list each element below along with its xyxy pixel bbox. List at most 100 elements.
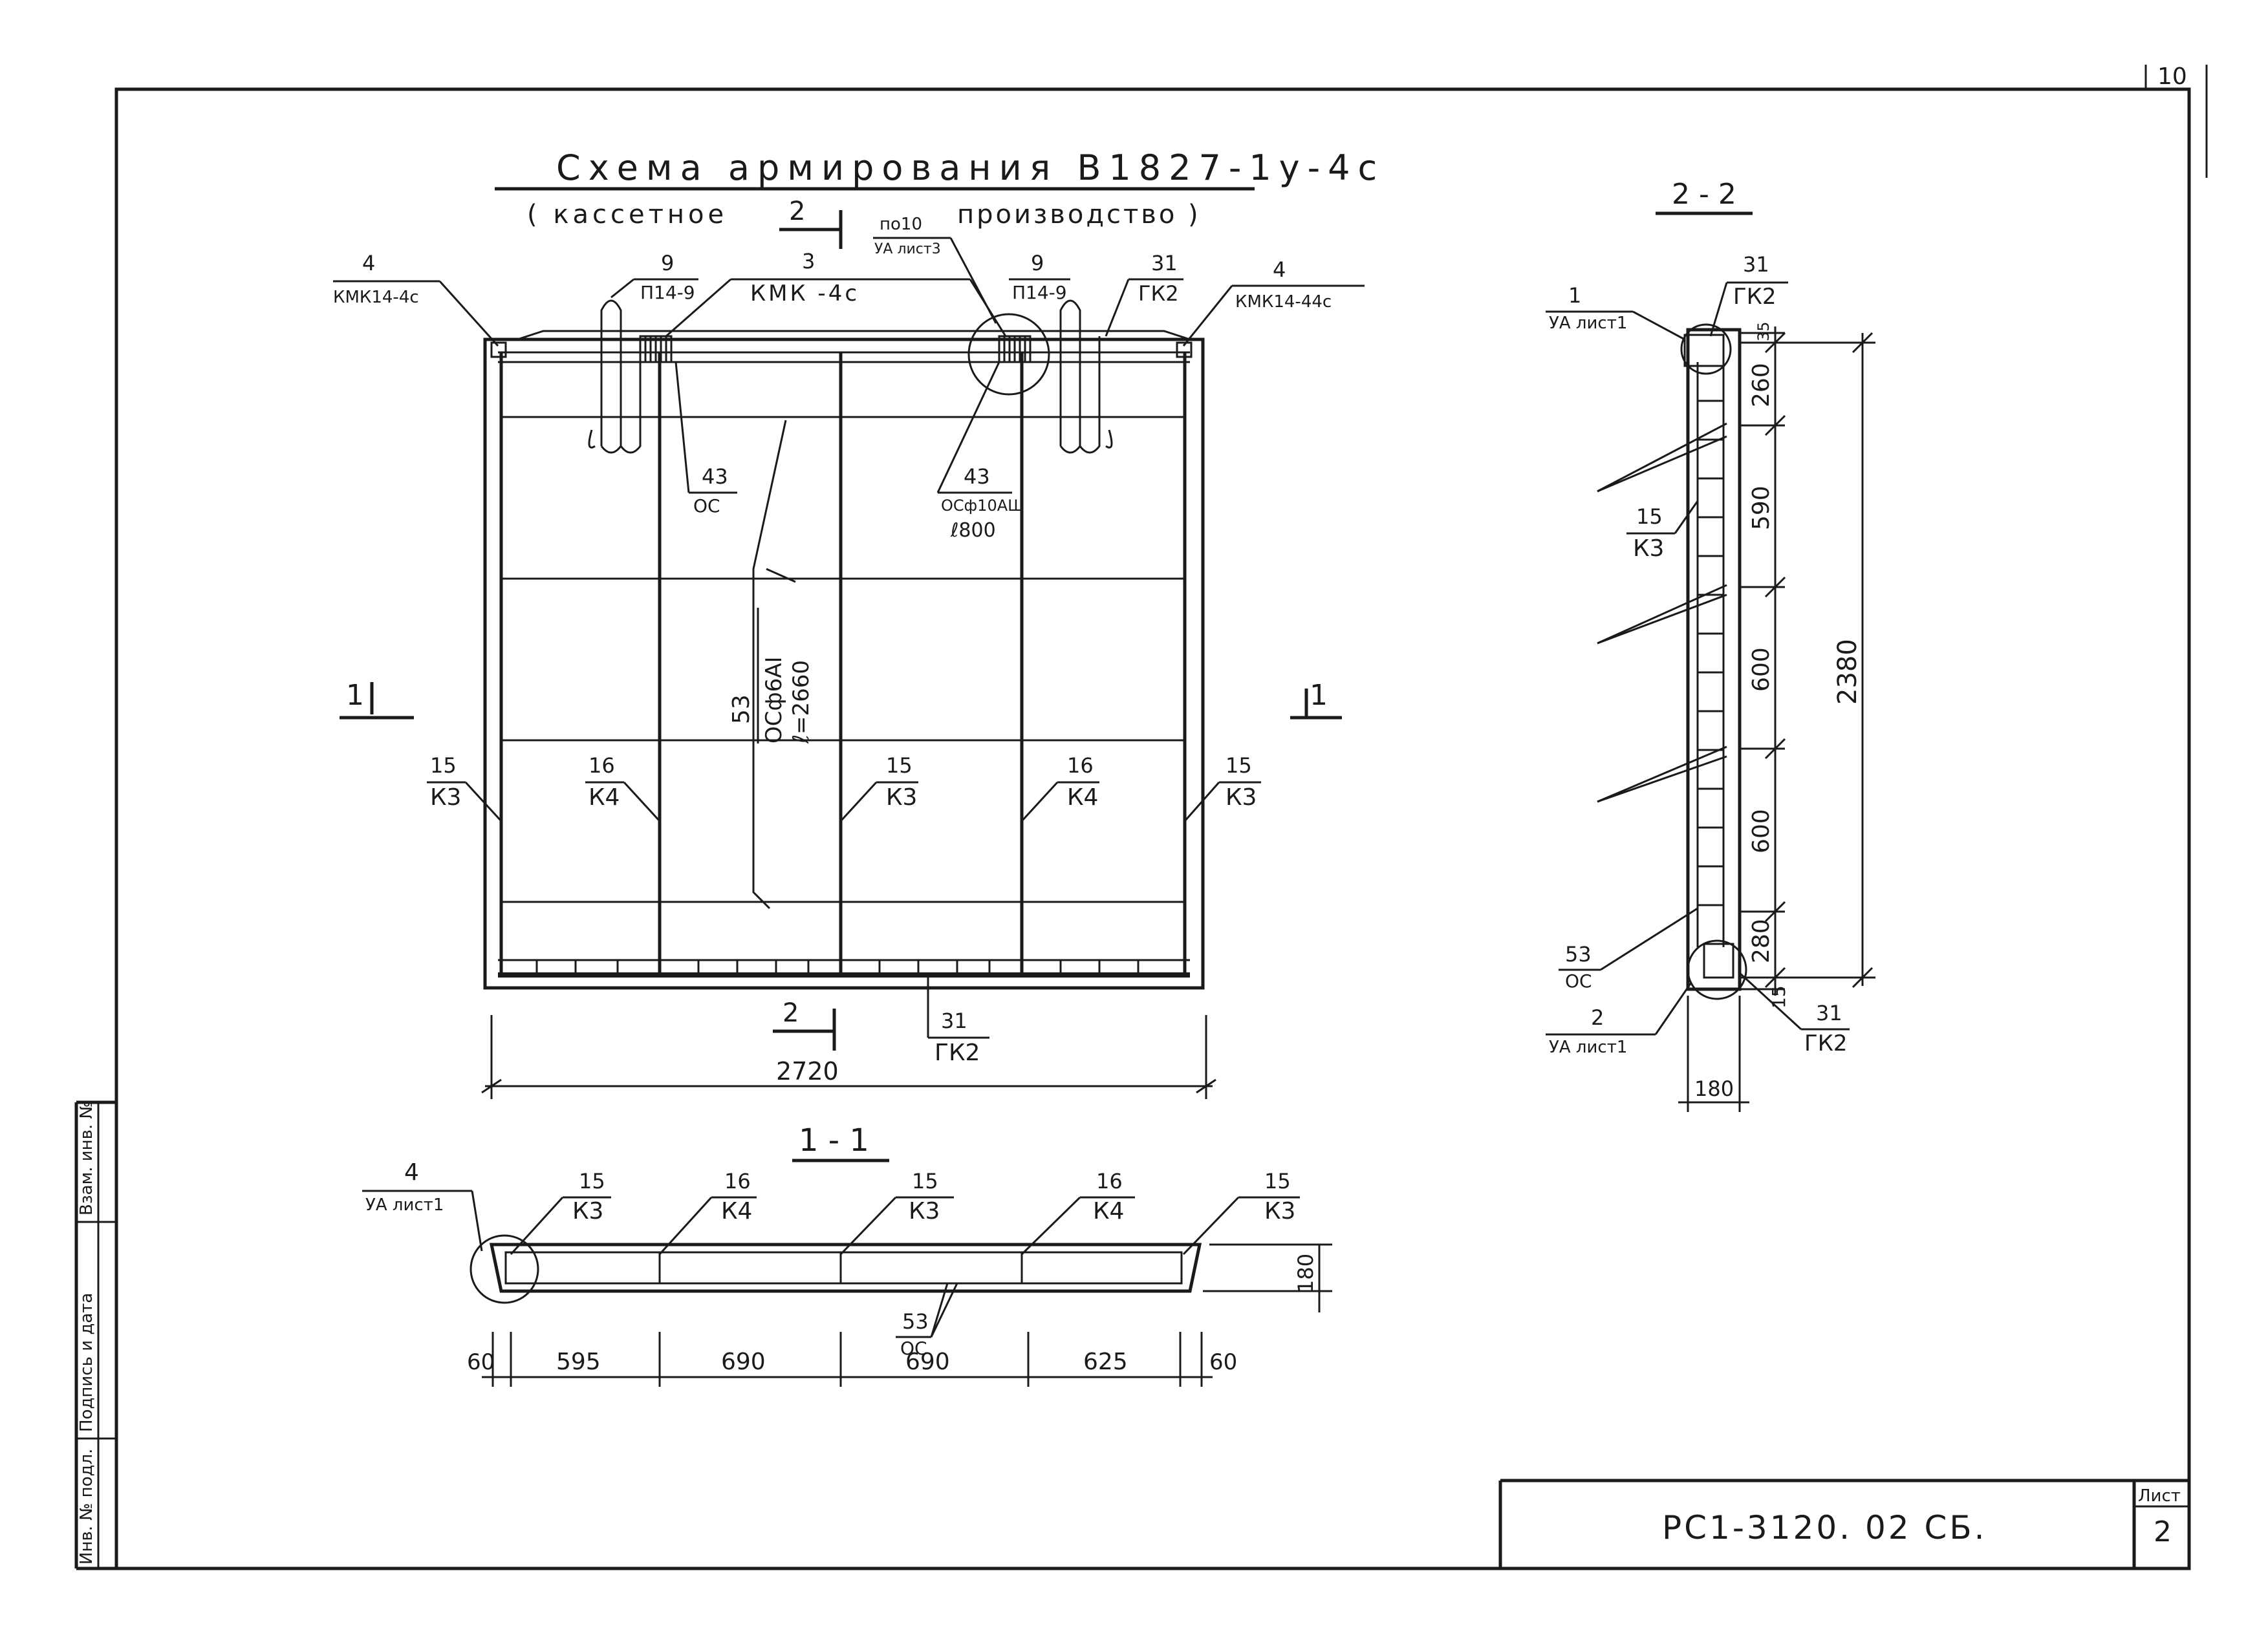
section-mark-1-left: 1 [346, 679, 364, 712]
k-label-2-code: К4 [589, 784, 620, 811]
s11-dim-690-a: 690 [721, 1349, 766, 1375]
s22-dim-280: 280 [1748, 919, 1775, 963]
s22-callout-31-bottom-num: 31 [1816, 1001, 1842, 1025]
front-width-dim: 2720 [776, 1057, 839, 1086]
s22-dim-15: 15 [1768, 985, 1789, 1009]
title-block: Лист 2 РС1-3120. 02 СБ. [1498, 1479, 2189, 1568]
s11-k4-num: 16 [1096, 1169, 1123, 1193]
k-label-3-code: К3 [886, 784, 917, 811]
s22-dim-590: 590 [1748, 486, 1775, 530]
s11-dim-625: 625 [1083, 1349, 1128, 1375]
s11-k3-num: 15 [912, 1169, 938, 1193]
callout-53-num: 53 [728, 694, 755, 724]
callout-3-code: КМК -4с [750, 281, 859, 306]
s11-dim-60-left: 60 [467, 1349, 495, 1375]
k-label-4-num: 16 [1067, 753, 1094, 778]
s22-dim-260: 260 [1748, 363, 1775, 407]
k-label-2-num: 16 [589, 753, 615, 778]
s11-k3-code: К3 [909, 1198, 940, 1225]
s22-callout-1-num: 1 [1568, 283, 1581, 308]
front-k-labels: 15 К3 16 К4 15 К3 16 К4 15 К3 [427, 753, 1261, 822]
s22-callout-31-bottom-code: ГК2 [1804, 1031, 1848, 1056]
callout-43-left-code: ОС [693, 495, 720, 517]
callout-31-top-code: ГК2 [1138, 281, 1179, 306]
s22-callout-31-top-num: 31 [1743, 252, 1769, 277]
strip-inv-podl: Инв. № подл. [77, 1449, 96, 1565]
callout-4-right-num: 4 [1273, 257, 1286, 282]
sheet-frame: 10 [74, 63, 2208, 1570]
callout-po10-a: по10 [880, 215, 922, 234]
sheet-top-number: 10 [2157, 63, 2187, 90]
section-1-1-label: 1 - 1 [799, 1122, 869, 1159]
section-2-2-label: 2 - 2 [1672, 178, 1736, 211]
s22-callout-2-num: 2 [1591, 1005, 1604, 1030]
s11-dim-595: 595 [556, 1349, 601, 1375]
k-label-5-num: 15 [1226, 753, 1252, 778]
callout-31-top-num: 31 [1151, 251, 1178, 275]
s11-callout-53-num: 53 [902, 1309, 929, 1334]
s22-callout-1-code: УА лист1 [1549, 314, 1627, 333]
s11-k-labels: 15 К3 16 К4 15 К3 16 К4 15 К3 [510, 1169, 1300, 1256]
s11-k2-num: 16 [724, 1169, 751, 1193]
s11-height-dim: 180 [1293, 1254, 1318, 1293]
callout-53-len: ℓ=2660 [788, 660, 814, 744]
callout-43-right-num: 43 [964, 464, 990, 489]
callout-po10-b: УА лист3 [874, 241, 941, 257]
s22-dim-35: 35 [1755, 321, 1773, 341]
s11-callout-4-num: 4 [404, 1159, 419, 1186]
k-label-5-code: К3 [1226, 784, 1257, 811]
s11-k1-num: 15 [579, 1169, 605, 1193]
s22-dim-600-b: 600 [1748, 809, 1775, 853]
title-sub-right: производство ) [957, 200, 1201, 230]
stamp-label: Лист [2138, 1486, 2181, 1506]
s22-callout-15-num: 15 [1636, 504, 1663, 529]
s11-k5-code: К3 [1264, 1198, 1295, 1225]
s11-k5-num: 15 [1264, 1169, 1291, 1193]
stamp-number: 2 [2154, 1515, 2172, 1548]
section-2-2: 2 - 2 1 УА лист1 [1546, 178, 1875, 1112]
callout-4-left-code: КМК14-4с [333, 288, 419, 307]
strip-vzam: Взам. инв. № [77, 1101, 96, 1215]
callout-43-right-len: ℓ800 [950, 519, 996, 542]
s11-dim-690-b: 690 [905, 1349, 950, 1375]
callout-31-bottom-code: ГК2 [934, 1040, 980, 1066]
callout-53-code: ОСф6АI [761, 657, 787, 744]
callout-31-bottom-num: 31 [941, 1009, 967, 1033]
drawing-title: Схема армирования В1827-1у-4с ( кассетно… [495, 147, 1385, 230]
callout-3-num: 3 [802, 249, 815, 273]
title-main: Схема армирования В1827-1у-4с [556, 147, 1385, 188]
s11-callout-4-code: УА лист1 [365, 1195, 444, 1215]
k-label-4-code: К4 [1067, 784, 1098, 811]
callout-43-right-code: ОСф10АШ [941, 497, 1024, 515]
callout-9-left-num: 9 [661, 251, 674, 275]
side-strip-labels: Инв. № подл. Подпись и дата Взам. инв. № [77, 1101, 96, 1565]
title-sub-left: ( кассетное [527, 200, 728, 230]
s22-callout-15-code: К3 [1633, 535, 1664, 562]
callout-9-left-code: П14-9 [640, 282, 695, 303]
front-view [483, 299, 1205, 990]
section-1-1: 1 - 1 4 УА лист1 15 К3 16 К4 15 К3 16 [362, 1122, 1332, 1387]
s11-k1-code: К3 [572, 1198, 603, 1225]
callout-9-right-num: 9 [1031, 251, 1044, 275]
s11-k4-code: К4 [1093, 1198, 1124, 1225]
s22-callout-53-num: 53 [1565, 942, 1592, 967]
front-view-callouts: 4 КМК14-4с 9 П14-9 3 КМК -4с по10 УА лис… [333, 197, 1365, 1099]
s22-callout-2-code: УА лист1 [1549, 1038, 1627, 1057]
strip-podpis: Подпись и дата [77, 1293, 96, 1432]
s11-dim-60-right: 60 [1209, 1349, 1237, 1375]
s22-callout-31-top-code: ГК2 [1733, 284, 1777, 310]
callout-9-right-code: П14-9 [1012, 282, 1067, 303]
k-label-1-num: 15 [430, 753, 457, 778]
s22-total-height: 2380 [1833, 639, 1863, 705]
s11-callout-53-code: ОС [900, 1338, 927, 1359]
callout-4-right-code: КМК14-44с [1235, 292, 1332, 312]
s22-width-dim: 180 [1694, 1076, 1734, 1101]
callout-4-left-num: 4 [362, 251, 375, 275]
section-mark-2-top: 2 [789, 197, 805, 226]
k-label-1-code: К3 [430, 784, 461, 811]
s22-dim-600-a: 600 [1748, 647, 1775, 692]
callout-43-left-num: 43 [702, 464, 728, 489]
sheet-designation: РС1-3120. 02 СБ. [1662, 1509, 1987, 1546]
section-mark-1-right: 1 [1310, 679, 1328, 712]
